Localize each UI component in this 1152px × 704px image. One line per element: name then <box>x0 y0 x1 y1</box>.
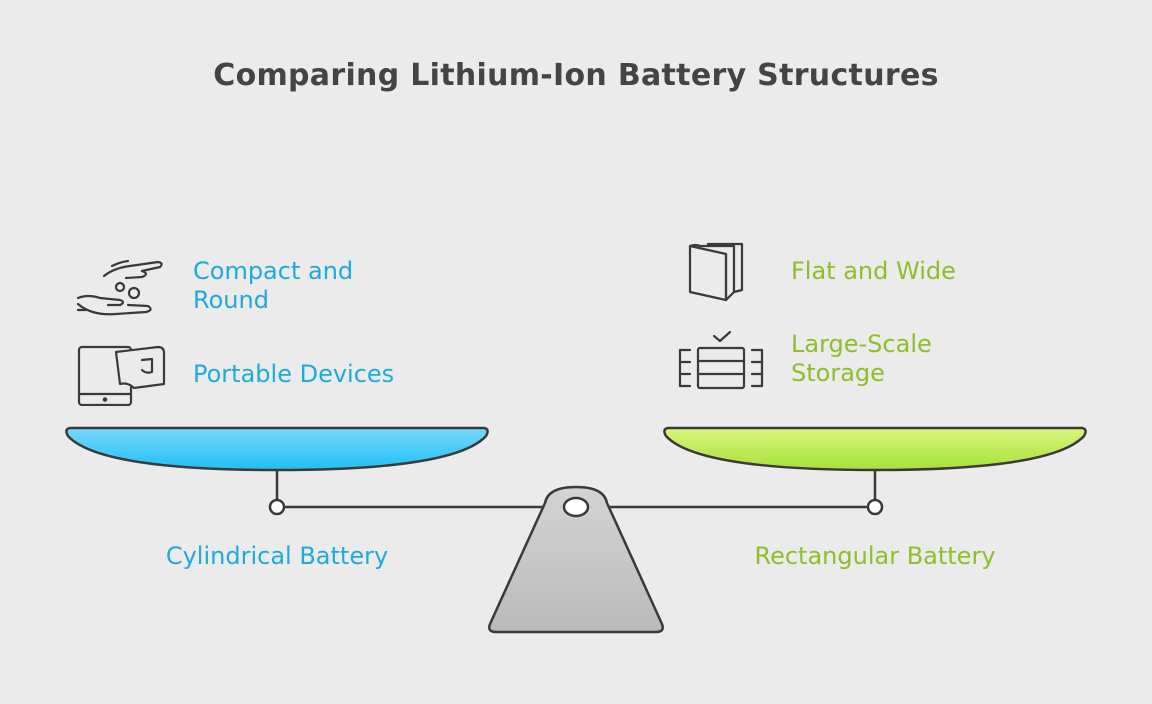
left-pan <box>65 426 489 472</box>
hand-coins-icon <box>76 259 163 316</box>
right-side-label: Rectangular Battery <box>754 542 996 570</box>
fulcrum <box>488 485 664 634</box>
right-pan <box>663 426 1087 472</box>
left-pivot <box>268 498 286 516</box>
feature-compact-round-line2: Round <box>193 286 269 314</box>
page-title: Comparing Lithium-Ion Battery Structures <box>213 58 939 93</box>
storage-rack-icon <box>678 330 764 390</box>
feature-flat-wide: Flat and Wide <box>791 257 956 286</box>
feature-large-scale-storage-line1: Large-Scale <box>791 330 932 358</box>
feature-compact-round: Compact and Round <box>193 257 353 315</box>
feature-compact-round-line1: Compact and <box>193 257 354 285</box>
phone-tablet-icon <box>77 345 166 406</box>
fulcrum-pivot <box>562 496 590 518</box>
feature-large-scale-storage-line2: Storage <box>791 359 885 387</box>
feature-flat-wide-line1: Flat and Wide <box>791 257 956 285</box>
right-pivot <box>866 498 884 516</box>
feature-portable-devices: Portable Devices <box>193 360 394 389</box>
feature-portable-devices-line1: Portable Devices <box>193 360 395 388</box>
left-side-label: Cylindrical Battery <box>165 542 389 570</box>
book-panels-icon <box>688 242 744 302</box>
feature-large-scale-storage: Large-Scale Storage <box>791 330 932 388</box>
